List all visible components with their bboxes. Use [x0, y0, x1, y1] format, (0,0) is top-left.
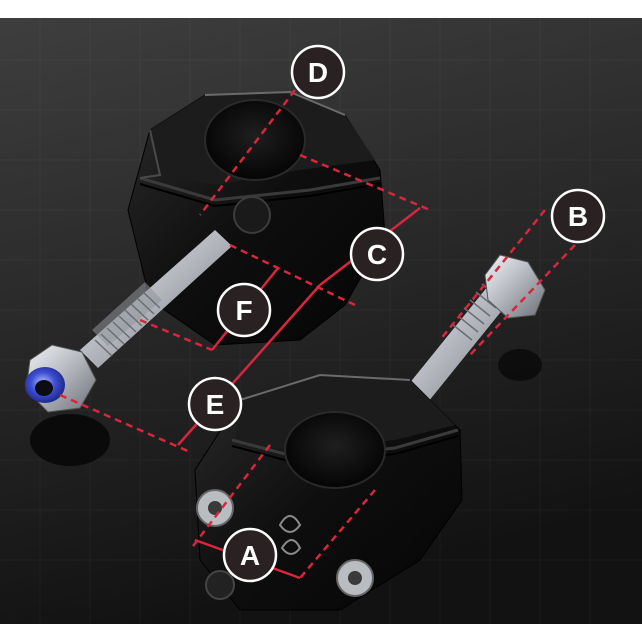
label-c-text: C	[367, 239, 387, 270]
label-badge-f: F	[216, 282, 272, 338]
label-d-text: D	[308, 57, 328, 88]
label-b-text: B	[568, 201, 588, 232]
label-badge-b: B	[550, 188, 606, 244]
label-badge-d: D	[290, 44, 346, 100]
lower-riser-bolt	[400, 254, 546, 412]
label-badge-e: E	[187, 376, 243, 432]
label-badge-a: A	[222, 527, 278, 583]
label-f-text: F	[235, 295, 252, 326]
label-a-text: A	[240, 540, 260, 571]
label-e-text: E	[206, 389, 225, 420]
label-badge-c: C	[349, 226, 405, 282]
upper-riser-bolt	[25, 230, 232, 413]
